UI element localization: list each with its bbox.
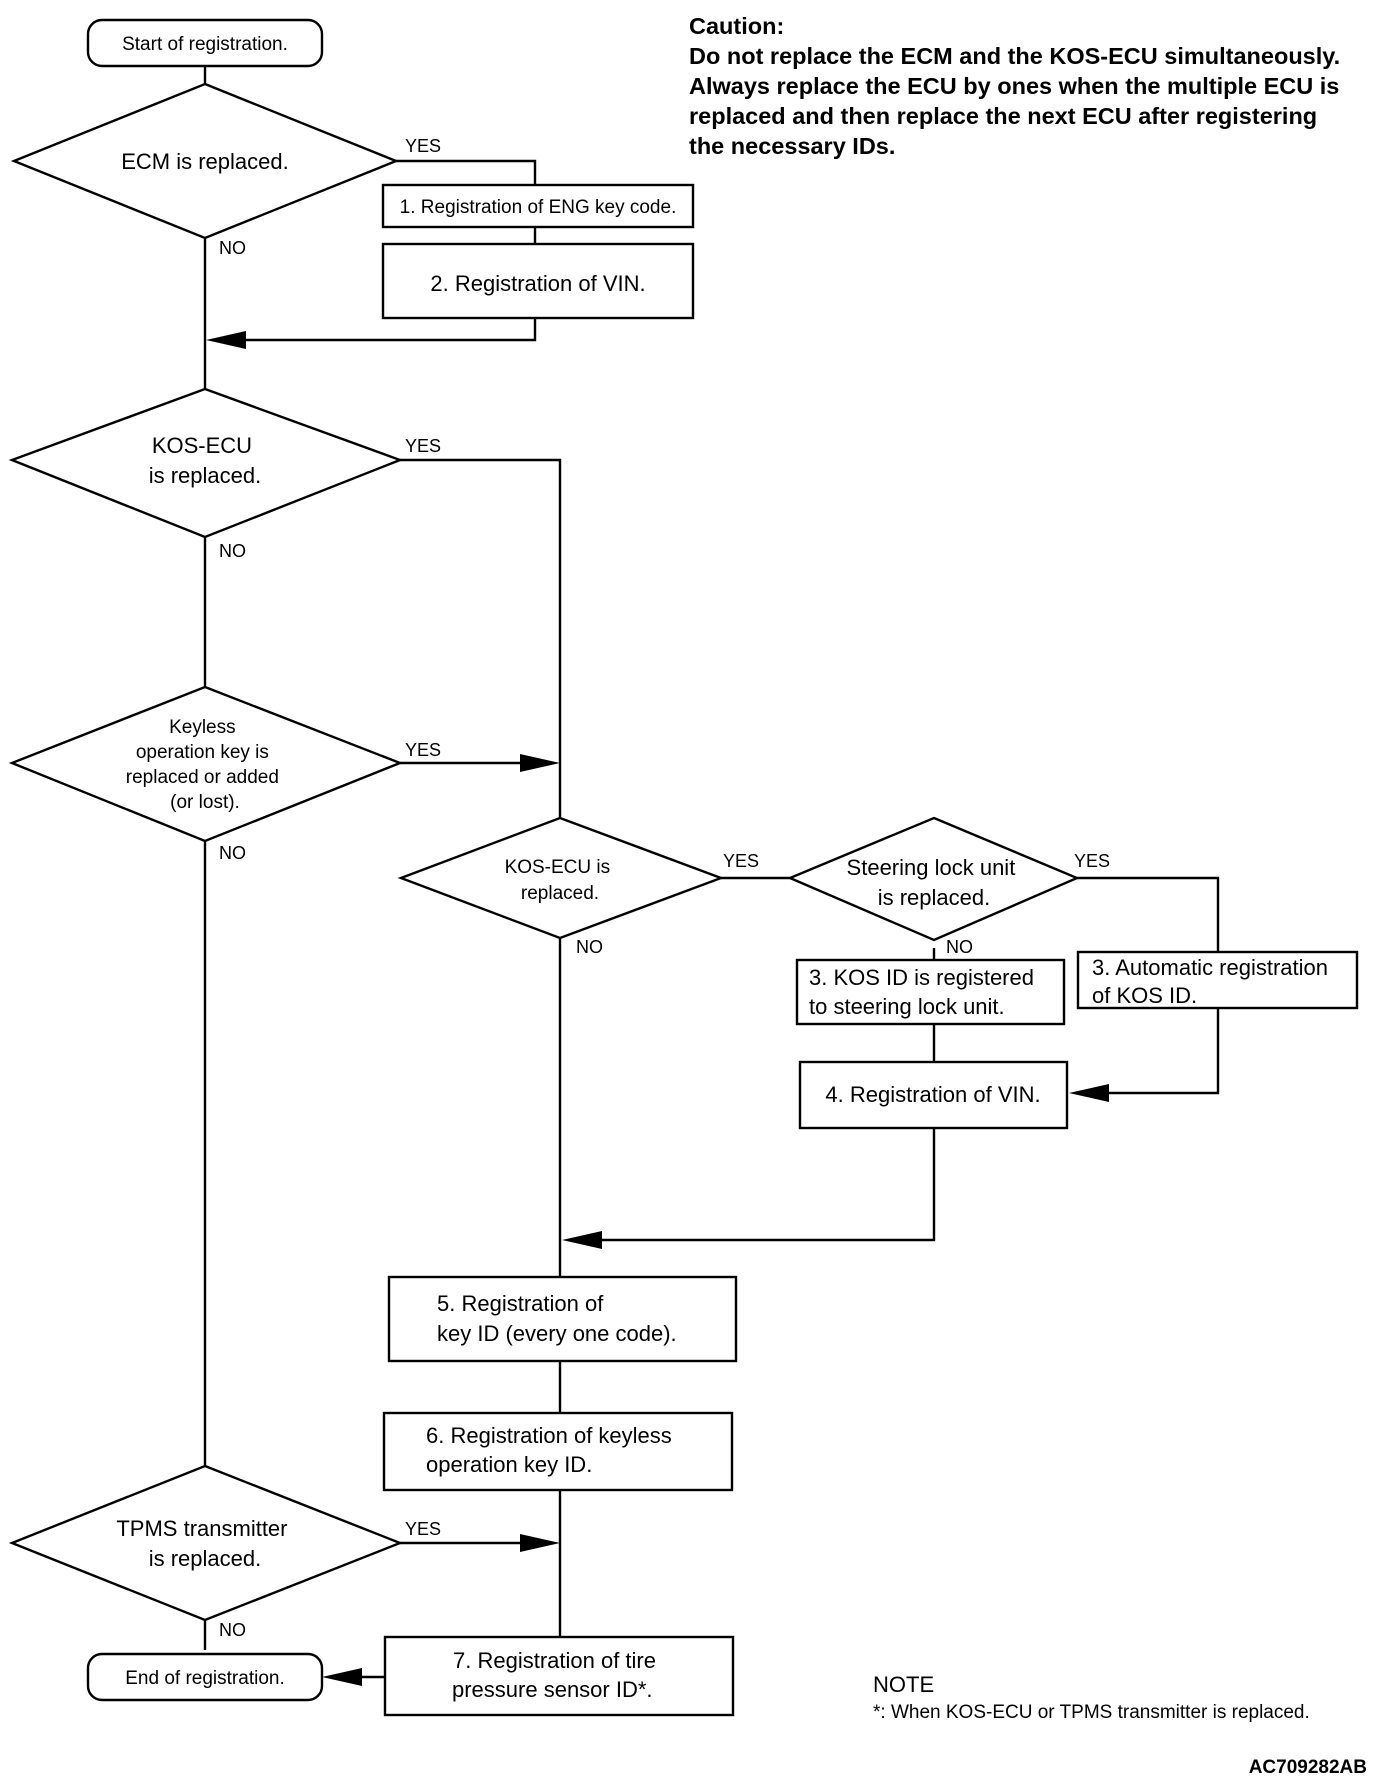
start-terminal: Start of registration. — [86, 18, 324, 68]
branch-labels: YES NO YES NO YES NO YES NO YES NO YES N… — [219, 136, 1110, 1640]
step-4-vin: 4. Registration of VIN. — [798, 1060, 1069, 1130]
decision-label: ECM is replaced. — [121, 149, 289, 174]
no-label: NO — [219, 541, 246, 561]
arrow-left-icon — [562, 1231, 602, 1249]
caution-heading: Caution: — [689, 13, 784, 39]
connectors — [203, 66, 1220, 1679]
decision-label: KOS-ECU is replaced. — [505, 857, 616, 904]
yes-label: YES — [405, 136, 441, 156]
start-terminal-label: Start of registration. — [122, 34, 288, 55]
end-terminal: End of registration. — [86, 1652, 324, 1702]
decision-kos-ecu-replaced: KOS-ECU is replaced. — [8, 387, 404, 539]
decision-ecm-replaced: ECM is replaced. — [10, 82, 400, 240]
decision-label: KOS-ECU is replaced. — [149, 433, 262, 488]
arrow-left-icon — [206, 331, 246, 349]
arrow-left-icon — [322, 1668, 362, 1686]
step-1-eng-key-code: 1. Registration of ENG key code. — [381, 183, 695, 229]
end-terminal-label: End of registration. — [125, 1668, 284, 1689]
figure-code: AC709282AB — [1249, 1757, 1367, 1778]
step-label: 3. KOS ID is registered to steering lock… — [809, 965, 1040, 1019]
yes-label: YES — [1074, 851, 1110, 871]
step-label: 3. Automatic registration of KOS ID. — [1092, 955, 1334, 1008]
step-5-key-id: 5. Registration of key ID (every one cod… — [387, 1275, 738, 1363]
decision-keyless-key-replaced: Keyless operation key is replaced or add… — [8, 685, 404, 843]
arrow-right-icon — [520, 754, 560, 772]
step-label: 4. Registration of VIN. — [825, 1082, 1040, 1107]
step-label: 5. Registration of key ID (every one cod… — [437, 1291, 677, 1346]
yes-label: YES — [405, 1519, 441, 1539]
decision-kos-ecu-replaced-2: KOS-ECU is replaced. — [397, 816, 725, 940]
step-6-keyless-operation-key-id: 6. Registration of keyless operation key… — [382, 1411, 734, 1492]
decision-label: Steering lock unit is replaced. — [847, 855, 1022, 910]
decision-tpms-replaced: TPMS transmitter is replaced. — [8, 1464, 404, 1622]
step-label: 7. Registration of tire pressure sensor … — [452, 1648, 662, 1702]
no-label: NO — [219, 843, 246, 863]
no-label: NO — [219, 1620, 246, 1640]
decision-label: Keyless operation key is replaced or add… — [126, 717, 284, 813]
step-3-automatic-kos-id: 3. Automatic registration of KOS ID. — [1076, 950, 1359, 1010]
arrow-left-icon — [1069, 1084, 1109, 1102]
arrow-right-icon — [520, 1534, 560, 1552]
no-label: NO — [946, 937, 973, 957]
caution-block: Caution: Do not replace the ECM and the … — [689, 13, 1347, 159]
decision-steering-lock-replaced: Steering lock unit is replaced. — [786, 816, 1081, 942]
no-label: NO — [219, 238, 246, 258]
arrowheads — [206, 331, 1109, 1686]
step-7-tire-pressure-sensor-id: 7. Registration of tire pressure sensor … — [383, 1635, 735, 1717]
no-label: NO — [576, 937, 603, 957]
note-block: NOTE *: When KOS-ECU or TPMS transmitter… — [873, 1672, 1310, 1723]
decision-label: TPMS transmitter is replaced. — [116, 1516, 293, 1571]
note-text: *: When KOS-ECU or TPMS transmitter is r… — [873, 1702, 1310, 1723]
step-3-kos-id-to-steering-lock: 3. KOS ID is registered to steering lock… — [795, 958, 1066, 1026]
yes-label: YES — [723, 851, 759, 871]
step-label: 6. Registration of keyless operation key… — [426, 1423, 678, 1477]
step-label: 2. Registration of VIN. — [430, 271, 645, 296]
yes-label: YES — [405, 436, 441, 456]
step-2-vin: 2. Registration of VIN. — [381, 242, 695, 320]
step-label: 1. Registration of ENG key code. — [400, 197, 677, 218]
note-heading: NOTE — [873, 1672, 934, 1697]
caution-text: Do not replace the ECM and the KOS-ECU s… — [689, 43, 1347, 159]
yes-label: YES — [405, 740, 441, 760]
